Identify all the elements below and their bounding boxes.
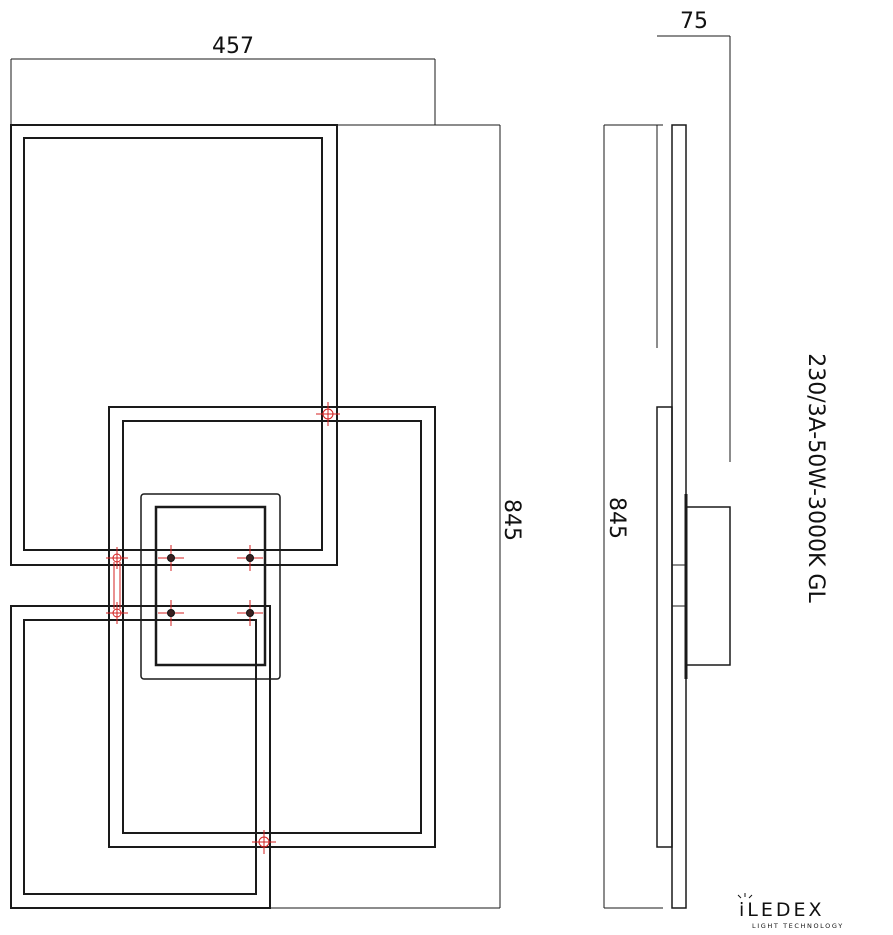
bottom-left-frame-inner bbox=[23, 619, 257, 895]
front-height-label: 845 bbox=[499, 499, 524, 541]
crosshair-marker bbox=[252, 830, 276, 854]
width-dimension-label: 457 bbox=[212, 34, 254, 59]
top-left-frame-inner bbox=[23, 137, 323, 551]
screw-hole bbox=[167, 609, 175, 617]
brand-logo: iLEDEX LIGHT TECHNOLOGY bbox=[737, 893, 844, 930]
width-dimension bbox=[10, 58, 436, 125]
side-view bbox=[603, 124, 731, 909]
spec-label: 230/3A-50W-3000K GL bbox=[803, 353, 828, 603]
front-height-dimension bbox=[11, 124, 501, 909]
side-mount-block bbox=[685, 506, 731, 666]
mount-point-markers bbox=[106, 402, 340, 854]
center-right-frame-outer bbox=[108, 406, 436, 848]
mounting-plate-outer bbox=[140, 493, 281, 680]
front-view bbox=[10, 124, 436, 909]
brand-name: iLEDEX bbox=[739, 899, 825, 921]
screw-hole bbox=[167, 554, 175, 562]
crosshair-marker bbox=[106, 547, 128, 569]
mounting-plate-inner bbox=[154, 505, 267, 667]
screw-hole bbox=[246, 609, 254, 617]
depth-dimension-label: 75 bbox=[680, 9, 708, 34]
center-right-frame-inner bbox=[122, 420, 422, 834]
top-left-frame-outer bbox=[10, 124, 338, 566]
screw-hole bbox=[246, 554, 254, 562]
crosshair-marker bbox=[316, 402, 340, 426]
side-frame-lower bbox=[656, 406, 673, 848]
side-panel-main bbox=[671, 124, 687, 909]
side-height-label: 845 bbox=[604, 497, 629, 539]
depth-dimension bbox=[657, 35, 731, 462]
screw-holes bbox=[167, 554, 254, 617]
crosshair-marker bbox=[106, 602, 128, 624]
brand-light-icon bbox=[737, 893, 753, 899]
brand-tagline: LIGHT TECHNOLOGY bbox=[752, 922, 844, 930]
